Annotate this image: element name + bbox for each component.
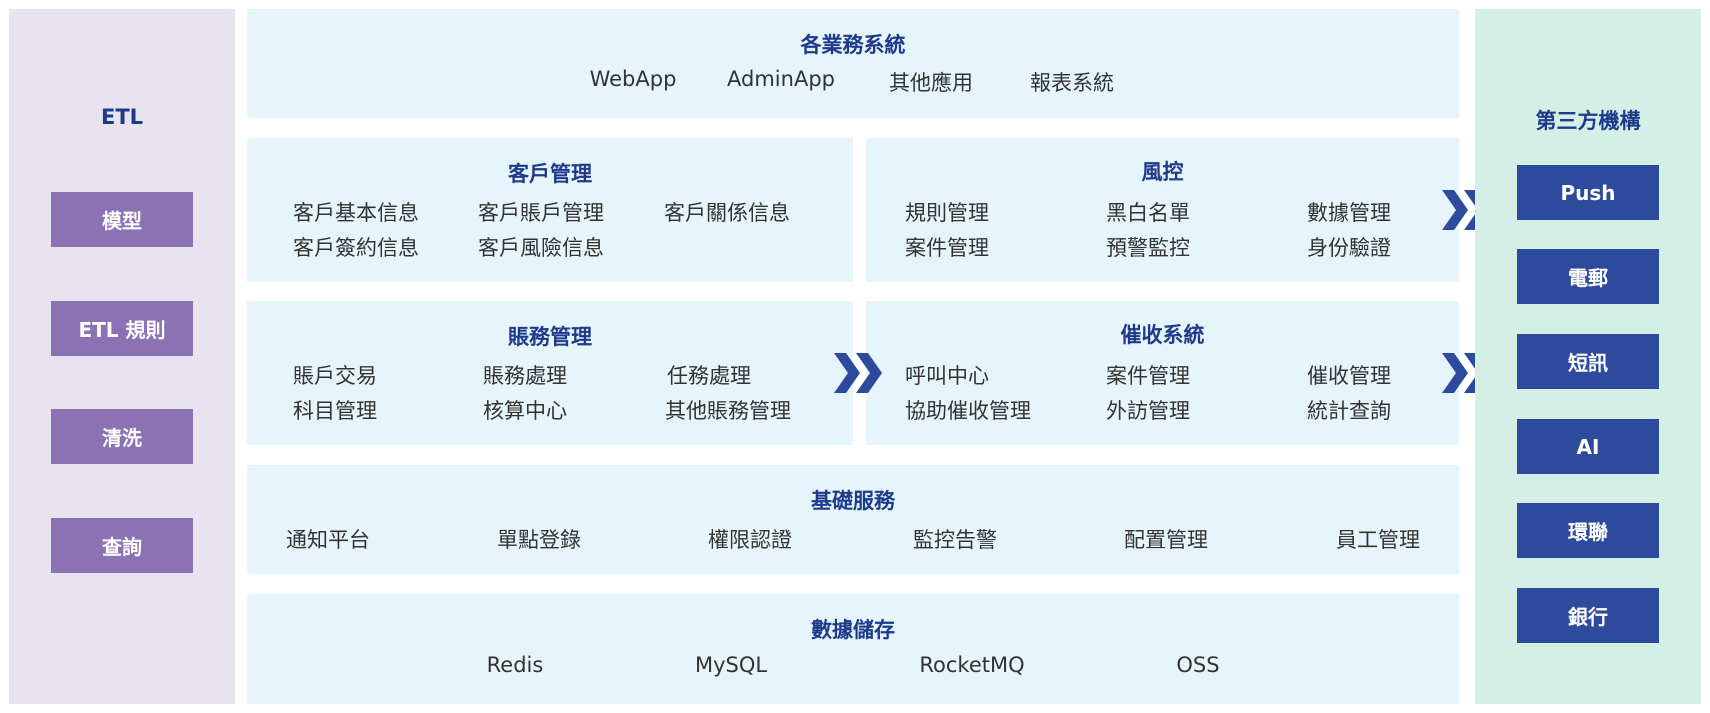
risk-item: 身份驗證 — [1307, 236, 1391, 260]
foundation-item: 通知平台 — [286, 528, 370, 552]
storage-item-oss: OSS — [1176, 653, 1220, 677]
etl-model-button[interactable]: 模型 — [51, 192, 193, 247]
risk-control-panel: 風控 規則管理 黑白名單 數據管理 案件管理 預警監控 身份驗證 — [866, 138, 1459, 282]
risk-item: 預警監控 — [1106, 236, 1190, 260]
third-party-column: 第三方機構 Push 電郵 短訊 AI 環聯 銀行 — [1475, 9, 1701, 704]
accounting-item: 科目管理 — [293, 399, 377, 423]
collection-item: 協助催收管理 — [905, 399, 1031, 423]
risk-item: 案件管理 — [905, 236, 989, 260]
etl-cleansing-button[interactable]: 清洗 — [51, 409, 193, 464]
risk-item: 數據管理 — [1307, 201, 1391, 225]
customer-item: 客戶風險信息 — [478, 236, 604, 260]
collection-item: 案件管理 — [1106, 364, 1190, 388]
accounting-item: 賬戶交易 — [293, 364, 377, 388]
etl-title: ETL — [100, 105, 144, 129]
business-item-webapp: WebApp — [589, 67, 677, 91]
risk-item: 規則管理 — [905, 201, 989, 225]
foundation-services-title: 基礎服務 — [811, 489, 895, 513]
customer-management-title: 客戶管理 — [508, 162, 592, 186]
storage-item-redis: Redis — [486, 653, 544, 677]
customer-management-panel: 客戶管理 客戶基本信息 客戶賬戶管理 客戶關係信息 客戶簽約信息 客戶風險信息 — [247, 138, 853, 282]
collection-system-panel: 催收系統 呼叫中心 案件管理 催收管理 協助催收管理 外訪管理 統計查詢 — [866, 301, 1459, 445]
customer-item: 客戶賬戶管理 — [478, 201, 604, 225]
accounting-item: 其他賬務管理 — [665, 399, 791, 423]
third-party-ai-button[interactable]: AI — [1517, 419, 1659, 474]
accounting-management-panel: 賬務管理 賬戶交易 賬務處理 任務處理 科目管理 核算中心 其他賬務管理 — [247, 301, 853, 445]
business-systems-panel: 各業務系統 WebApp AdminApp 其他應用 報表系統 — [247, 9, 1459, 118]
foundation-services-panel: 基礎服務 通知平台 單點登錄 權限認證 監控告警 配置管理 員工管理 — [247, 465, 1459, 574]
collection-item: 呼叫中心 — [905, 364, 989, 388]
foundation-item: 員工管理 — [1336, 528, 1420, 552]
foundation-item: 監控告警 — [913, 528, 997, 552]
risk-item: 黑白名單 — [1106, 201, 1190, 225]
collection-item: 外訪管理 — [1106, 399, 1190, 423]
third-party-title: 第三方機構 — [1535, 109, 1641, 133]
foundation-item: 單點登錄 — [497, 528, 581, 552]
risk-control-title: 風控 — [1141, 160, 1184, 184]
customer-item: 客戶簽約信息 — [293, 236, 419, 260]
data-storage-title: 數據儲存 — [811, 618, 895, 642]
data-storage-panel: 數據儲存 Redis MySQL RocketMQ OSS — [247, 594, 1459, 704]
foundation-item: 配置管理 — [1124, 528, 1208, 552]
etl-query-button[interactable]: 查詢 — [51, 518, 193, 573]
etl-rules-button[interactable]: ETL 規則 — [51, 301, 193, 356]
business-item-other-apps: 其他應用 — [889, 71, 973, 95]
foundation-item: 權限認證 — [708, 528, 792, 552]
double-chevron-right-icon — [834, 353, 882, 393]
business-item-reporting: 報表系統 — [1030, 71, 1114, 95]
accounting-item: 賬務處理 — [483, 364, 567, 388]
collection-item: 催收管理 — [1307, 364, 1391, 388]
storage-item-rocketmq: RocketMQ — [919, 653, 1025, 677]
third-party-push-button[interactable]: Push — [1517, 165, 1659, 220]
third-party-sms-button[interactable]: 短訊 — [1517, 334, 1659, 389]
accounting-management-title: 賬務管理 — [508, 325, 592, 349]
business-systems-title: 各業務系統 — [800, 33, 906, 57]
third-party-bank-button[interactable]: 銀行 — [1517, 588, 1659, 643]
third-party-email-button[interactable]: 電郵 — [1517, 249, 1659, 304]
collection-item: 統計查詢 — [1307, 399, 1391, 423]
accounting-item: 任務處理 — [667, 364, 751, 388]
customer-item: 客戶關係信息 — [664, 201, 790, 225]
collection-system-title: 催收系統 — [1120, 323, 1205, 347]
third-party-transunion-button[interactable]: 環聯 — [1517, 503, 1659, 558]
storage-item-mysql: MySQL — [694, 653, 768, 677]
customer-item: 客戶基本信息 — [293, 201, 419, 225]
etl-column: ETL 模型 ETL 規則 清洗 查詢 — [9, 9, 235, 704]
accounting-item: 核算中心 — [483, 399, 567, 423]
business-item-adminapp: AdminApp — [727, 67, 835, 91]
